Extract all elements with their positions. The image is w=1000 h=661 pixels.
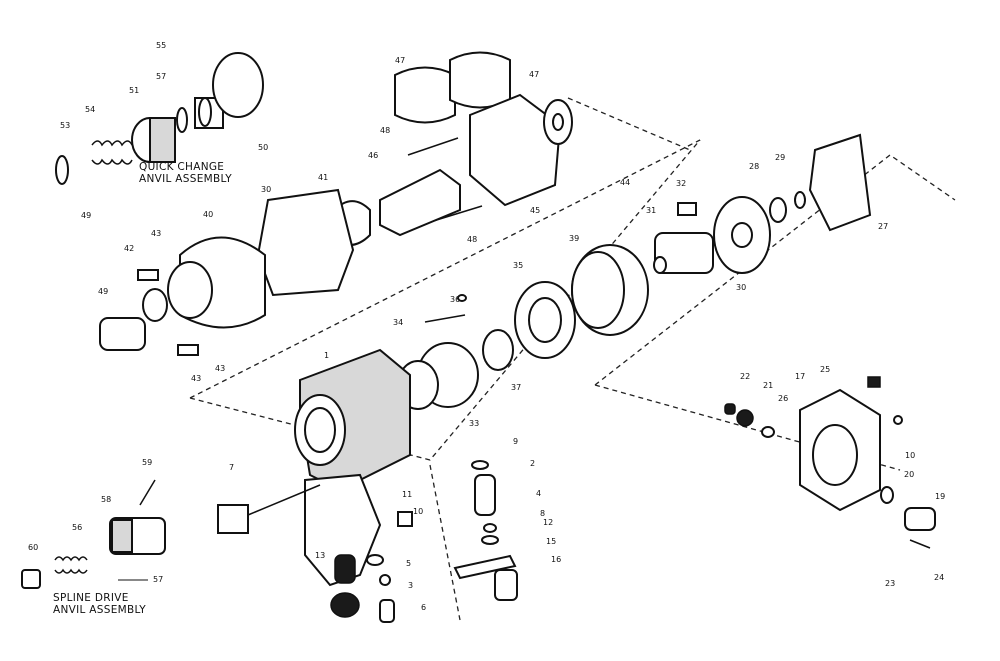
part-callout: 10 <box>413 507 424 516</box>
part-callout: 37 <box>511 383 522 392</box>
part-callout: 5 <box>406 559 412 568</box>
part-callout: 40 <box>203 210 214 219</box>
part-callout: 49 <box>98 287 109 296</box>
part-callout: 48 <box>467 235 478 244</box>
part-callout: 2 <box>530 459 536 468</box>
quick-change-title-line-1: QUICK CHANGE <box>139 161 225 173</box>
part-callout: 26 <box>778 394 789 403</box>
part-callout: 56 <box>72 523 83 532</box>
part-callout: 23 <box>885 579 896 588</box>
part-callout: 19 <box>935 492 946 501</box>
part-callout: 20 <box>904 470 915 479</box>
part-callout: 60 <box>28 543 39 552</box>
part-callout: 30 <box>261 185 272 194</box>
part-callout: 51 <box>129 86 140 95</box>
part-callout: 28 <box>749 162 760 171</box>
quick-change-anvil-parts <box>55 52 264 185</box>
part-callout: 34 <box>393 318 404 327</box>
part-callout: 13 <box>315 551 326 560</box>
part-callout: 24 <box>934 573 945 582</box>
part-callout: 27 <box>878 222 889 231</box>
part-callout: 42 <box>124 244 135 253</box>
part-callout: 1 <box>324 351 330 360</box>
part-callout: 17 <box>795 372 806 381</box>
part-callout: 10 <box>905 451 916 460</box>
part-callout: 47 <box>395 56 406 65</box>
motor-parts <box>397 133 872 410</box>
part-callout: 44 <box>620 178 631 187</box>
part-callout: 36 <box>450 295 461 304</box>
part-callout: 46 <box>368 151 379 160</box>
main-housing <box>217 348 413 587</box>
part-callout: 54 <box>85 105 96 114</box>
upper-housing-parts <box>99 51 573 356</box>
part-callout: 55 <box>156 41 167 50</box>
part-callout: 50 <box>258 143 269 152</box>
part-callout: 8 <box>540 509 546 518</box>
part-callout: 22 <box>740 372 751 381</box>
part-callout: 59 <box>142 458 153 467</box>
part-callout: 21 <box>763 381 774 390</box>
part-callout: 16 <box>551 555 562 564</box>
part-callout: 39 <box>569 234 580 243</box>
part-callout: 48 <box>380 126 391 135</box>
spline-drive-title-line-1: SPLINE DRIVE <box>53 592 129 604</box>
spline-drive-anvil-parts <box>21 479 166 589</box>
part-callout: 9 <box>513 437 519 446</box>
part-callout: 57 <box>156 72 167 81</box>
part-callout: 31 <box>646 206 657 215</box>
part-callout: 3 <box>408 581 414 590</box>
part-callout: 58 <box>101 495 112 504</box>
part-callout: 11 <box>402 490 413 499</box>
part-callout: 12 <box>543 518 554 527</box>
backhead-parts <box>724 376 936 549</box>
throttle-valve-parts <box>330 460 518 623</box>
spline-drive-anvil-title: SPLINE DRIVE ANVIL ASSEMBLY <box>53 592 146 616</box>
part-callout: 33 <box>469 419 480 428</box>
part-callout: 43 <box>151 229 162 238</box>
part-callout: 57 <box>153 575 164 584</box>
part-callout: 35 <box>513 261 524 270</box>
part-callout: 47 <box>529 70 540 79</box>
part-callout: 30 <box>736 283 747 292</box>
part-callout: 15 <box>546 537 557 546</box>
part-callout: 25 <box>820 365 831 374</box>
part-callout: 6 <box>421 603 427 612</box>
part-callout: 43 <box>191 374 202 383</box>
part-callout: 4 <box>536 489 542 498</box>
part-callout: 43 <box>215 364 226 373</box>
part-callout: 41 <box>318 173 329 182</box>
quick-change-title-line-2: ANVIL ASSEMBLY <box>139 173 232 186</box>
spline-drive-title-line-2: ANVIL ASSEMBLY <box>53 604 146 617</box>
part-callout: 53 <box>60 121 71 130</box>
part-callout: 45 <box>530 206 541 215</box>
part-callout: 29 <box>775 153 786 162</box>
part-callout: 32 <box>676 179 687 188</box>
part-callout: 49 <box>81 211 92 220</box>
part-callout: 7 <box>229 463 235 472</box>
quick-change-anvil-title: QUICK CHANGE ANVIL ASSEMBLY <box>139 161 232 185</box>
